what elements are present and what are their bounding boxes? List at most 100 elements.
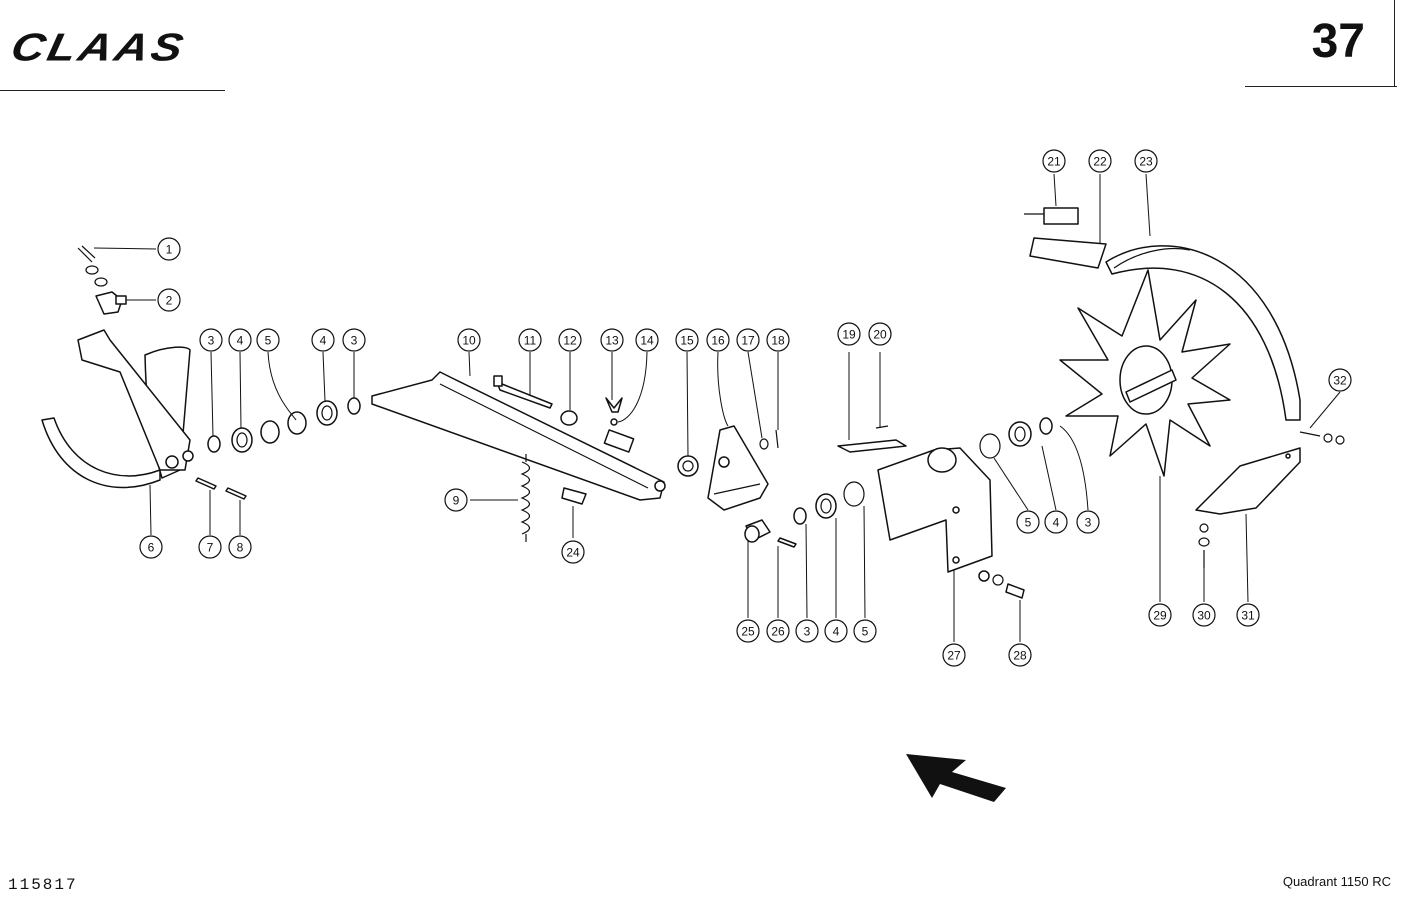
part-6-curved-guard xyxy=(41,329,194,489)
callout-24: 24 xyxy=(561,540,585,564)
callout-circle xyxy=(1134,149,1158,173)
callout-3: 3 xyxy=(199,328,223,352)
model-name: Quadrant 1150 RC xyxy=(1282,874,1391,889)
part-32-fastener xyxy=(1299,431,1345,445)
callout-label: 30 xyxy=(1197,609,1211,623)
part-20-pin xyxy=(875,425,889,429)
callout-label: 5 xyxy=(1025,516,1032,530)
callout-22: 22 xyxy=(1088,149,1112,173)
callout-5: 5 xyxy=(256,328,280,352)
callout-label: 7 xyxy=(207,541,214,555)
callout-circle xyxy=(600,328,624,352)
callout-18: 18 xyxy=(766,328,790,352)
callout-circle xyxy=(824,619,848,643)
part-right-bearing-stack xyxy=(979,417,1053,459)
callout-label: 31 xyxy=(1241,609,1255,623)
callout-25: 25 xyxy=(736,619,760,643)
callout-circle xyxy=(311,328,335,352)
direction-arrow-icon xyxy=(906,754,1006,802)
callout-circle xyxy=(1044,510,1068,534)
callout-8: 8 xyxy=(228,535,252,559)
callout-14: 14 xyxy=(635,328,659,352)
part-31-support-bracket xyxy=(1195,447,1301,515)
callout-circle xyxy=(635,328,659,352)
part-28-bolt-set xyxy=(978,570,1025,599)
callout-circle xyxy=(1236,603,1260,627)
callout-label: 12 xyxy=(563,334,577,348)
callout-label: 4 xyxy=(833,625,840,639)
part-arm-block xyxy=(603,429,635,453)
part-24-screw xyxy=(561,487,587,505)
callout-circle xyxy=(1016,510,1040,534)
callout-20: 20 xyxy=(868,322,892,346)
callout-circle xyxy=(853,619,877,643)
callout-label: 3 xyxy=(804,625,811,639)
callout-4: 4 xyxy=(1044,510,1068,534)
callout-27: 27 xyxy=(942,643,966,667)
callout-circle xyxy=(1192,603,1216,627)
leader-lines xyxy=(93,173,1341,642)
part-left-bearing-stack xyxy=(207,397,361,453)
callout-label: 29 xyxy=(1153,609,1167,623)
callout-4: 4 xyxy=(228,328,252,352)
callout-label: 23 xyxy=(1139,155,1153,169)
callout-label: 24 xyxy=(566,546,580,560)
callout-3: 3 xyxy=(795,619,819,643)
callout-23: 23 xyxy=(1134,149,1158,173)
callout-29: 29 xyxy=(1148,603,1172,627)
part-11-bolt xyxy=(493,375,553,409)
header-rule-right xyxy=(1245,86,1397,87)
header-rule-left xyxy=(0,90,225,91)
part-10-arm xyxy=(371,371,666,501)
callout-circle xyxy=(1042,149,1066,173)
callout-label: 3 xyxy=(1085,516,1092,530)
part-14-washer xyxy=(610,418,618,426)
callout-label: 20 xyxy=(873,328,887,342)
part-30-bolt xyxy=(1198,523,1210,568)
callout-6: 6 xyxy=(139,535,163,559)
callout-10: 10 xyxy=(457,328,481,352)
callout-circle xyxy=(342,328,366,352)
part-2-block xyxy=(95,291,127,315)
callout-circle xyxy=(561,540,585,564)
callout-label: 32 xyxy=(1333,374,1347,388)
callout-12: 12 xyxy=(558,328,582,352)
callout-label: 5 xyxy=(862,625,869,639)
document-number: 115817 xyxy=(8,876,78,894)
callout-label: 3 xyxy=(351,334,358,348)
callout-label: 4 xyxy=(320,334,327,348)
callout-label: 9 xyxy=(453,494,460,508)
part-16-ratchet-lever xyxy=(707,425,769,511)
callout-circle xyxy=(736,619,760,643)
part-22-bracket xyxy=(1029,237,1107,269)
callout-16: 16 xyxy=(706,328,730,352)
part-21-sensor xyxy=(1024,207,1079,225)
callout-circle xyxy=(457,328,481,352)
callout-label: 15 xyxy=(680,334,694,348)
callout-circle xyxy=(157,237,181,261)
part-small-washer-near-1 xyxy=(85,265,108,287)
callout-15: 15 xyxy=(675,328,699,352)
callout-5: 5 xyxy=(1016,510,1040,534)
part-18-pin xyxy=(775,429,779,449)
part-12-nut xyxy=(560,410,578,426)
callout-circle xyxy=(868,322,892,346)
callout-2: 2 xyxy=(157,288,181,312)
callout-label: 3 xyxy=(208,334,215,348)
callout-label: 18 xyxy=(771,334,785,348)
part-8-pin xyxy=(225,487,247,500)
callout-circle xyxy=(157,288,181,312)
part-25-bushing xyxy=(744,519,771,543)
callout-label: 22 xyxy=(1093,155,1107,169)
callout-circle xyxy=(198,535,222,559)
callout-circle xyxy=(256,328,280,352)
part-7-pin xyxy=(195,477,217,490)
callout-circle xyxy=(228,535,252,559)
callout-label: 1 xyxy=(166,243,173,257)
part-1-cotter-pin xyxy=(77,245,96,263)
callout-circle xyxy=(139,535,163,559)
callout-26: 26 xyxy=(766,619,790,643)
part-17-circlip xyxy=(759,438,769,450)
